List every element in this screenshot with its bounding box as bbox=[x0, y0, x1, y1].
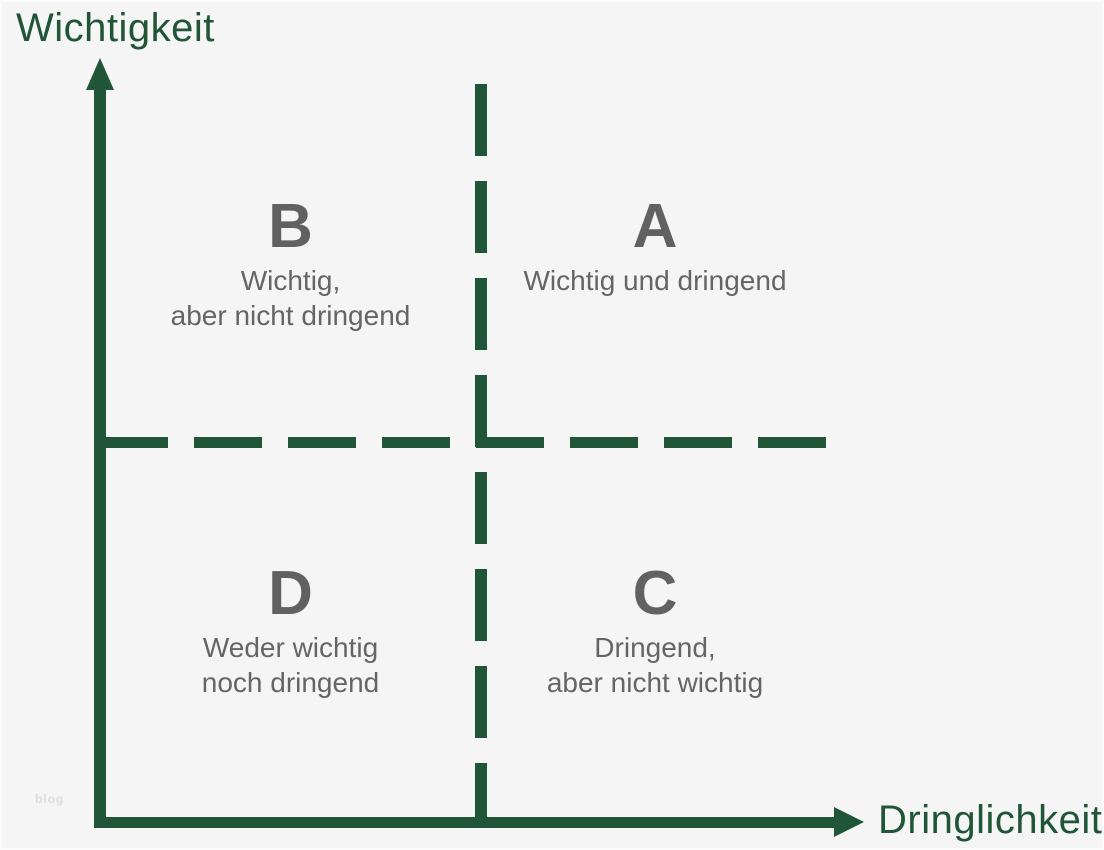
vertical-dashed-divider bbox=[475, 84, 487, 817]
quadrant-a-letter: A bbox=[632, 192, 678, 261]
quadrant-b-description: Wichtig, aber nicht dringend bbox=[170, 265, 411, 331]
y-axis-label: Wichtigkeit bbox=[16, 6, 215, 50]
quadrant-c: C Dringend, aber nicht wichtig bbox=[487, 560, 823, 700]
quadrant-d: D Weder wichtig noch dringend bbox=[103, 560, 478, 700]
quadrant-b: B Wichtig, aber nicht dringend bbox=[103, 193, 478, 333]
quadrant-d-letter: D bbox=[268, 559, 313, 628]
x-axis-line bbox=[94, 817, 836, 828]
watermark-text: blog bbox=[35, 792, 65, 806]
y-axis-line bbox=[94, 72, 106, 828]
quadrant-a-description: Wichtig und dringend bbox=[523, 265, 787, 296]
quadrant-c-letter: C bbox=[632, 559, 678, 628]
horizontal-dashed-divider bbox=[100, 437, 840, 448]
quadrant-b-letter: B bbox=[268, 192, 313, 261]
x-axis-arrowhead-icon bbox=[834, 807, 864, 837]
quadrant-c-description: Dringend, aber nicht wichtig bbox=[546, 632, 764, 698]
x-axis-label: Dringlichkeit bbox=[878, 798, 1103, 842]
quadrant-a: A Wichtig und dringend bbox=[487, 193, 823, 298]
quadrant-d-description: Weder wichtig noch dringend bbox=[201, 632, 380, 698]
